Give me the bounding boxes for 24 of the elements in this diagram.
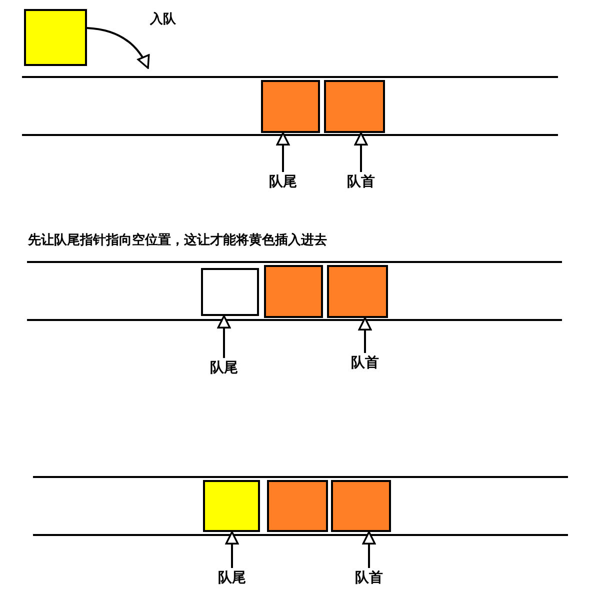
pointer-arrow [362, 531, 376, 568]
pointer-arrow [354, 132, 368, 172]
curved-arrow [86, 27, 150, 69]
pointer-arrow [217, 315, 231, 358]
pointer-label: 队尾 [210, 358, 238, 378]
pointer-label: 队尾 [218, 568, 246, 588]
pointer-arrow [276, 132, 290, 172]
queue-slot [267, 480, 328, 532]
pointer-label: 队尾 [269, 172, 297, 192]
queue-slot [203, 480, 260, 532]
queue-slot [201, 268, 259, 316]
queue-slot [24, 9, 87, 66]
queue-slot [324, 80, 385, 133]
pointer-label: 队首 [347, 172, 375, 192]
pointer-label: 队首 [355, 568, 383, 588]
pointer-arrow [225, 531, 239, 568]
edge-label: 入队 [150, 10, 176, 28]
queue-slot [261, 80, 320, 133]
queue-slot [331, 480, 391, 532]
pointer-label: 队首 [351, 353, 379, 373]
note-text: 先让队尾指针指向空位置，这让才能将黄色插入进去 [28, 231, 327, 249]
pointer-arrow [358, 317, 372, 353]
queue-slot [327, 265, 388, 318]
queue-slot [264, 265, 323, 318]
